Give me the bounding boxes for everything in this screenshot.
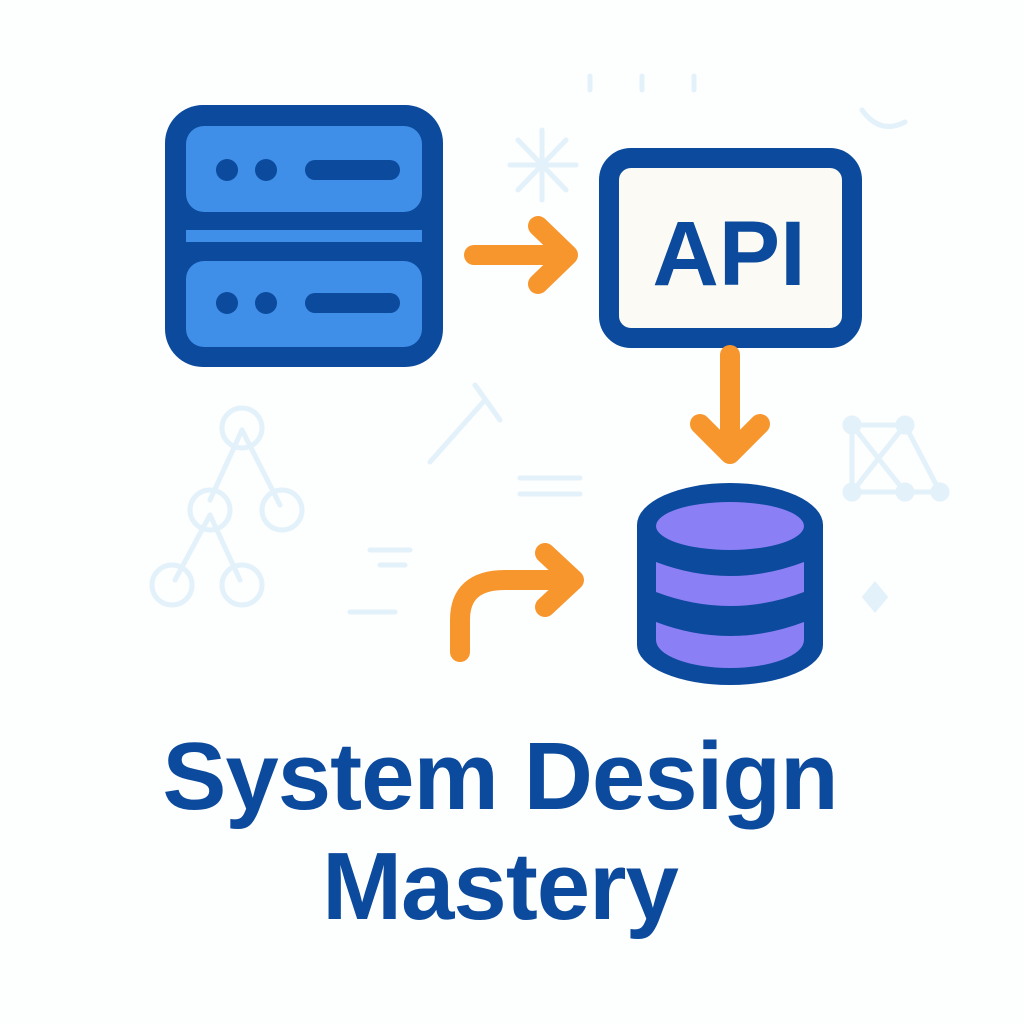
arrow-api-to-database (690, 345, 770, 464)
api-box-icon: API (599, 148, 862, 348)
sparkle-decoration (507, 127, 579, 203)
background-decorations (149, 73, 950, 615)
database-icon (637, 483, 823, 685)
api-label: API (652, 203, 805, 305)
page-title: System Design Mastery (0, 722, 1000, 942)
tree-network-decoration (149, 405, 305, 608)
title-line-2: Mastery (322, 833, 679, 940)
title-line-1: System Design (162, 723, 838, 830)
arrow-server-to-api (464, 216, 578, 294)
graph-network-decoration (842, 415, 950, 502)
server-stack-icon (165, 105, 443, 367)
curved-arrow-to-database (450, 543, 584, 662)
